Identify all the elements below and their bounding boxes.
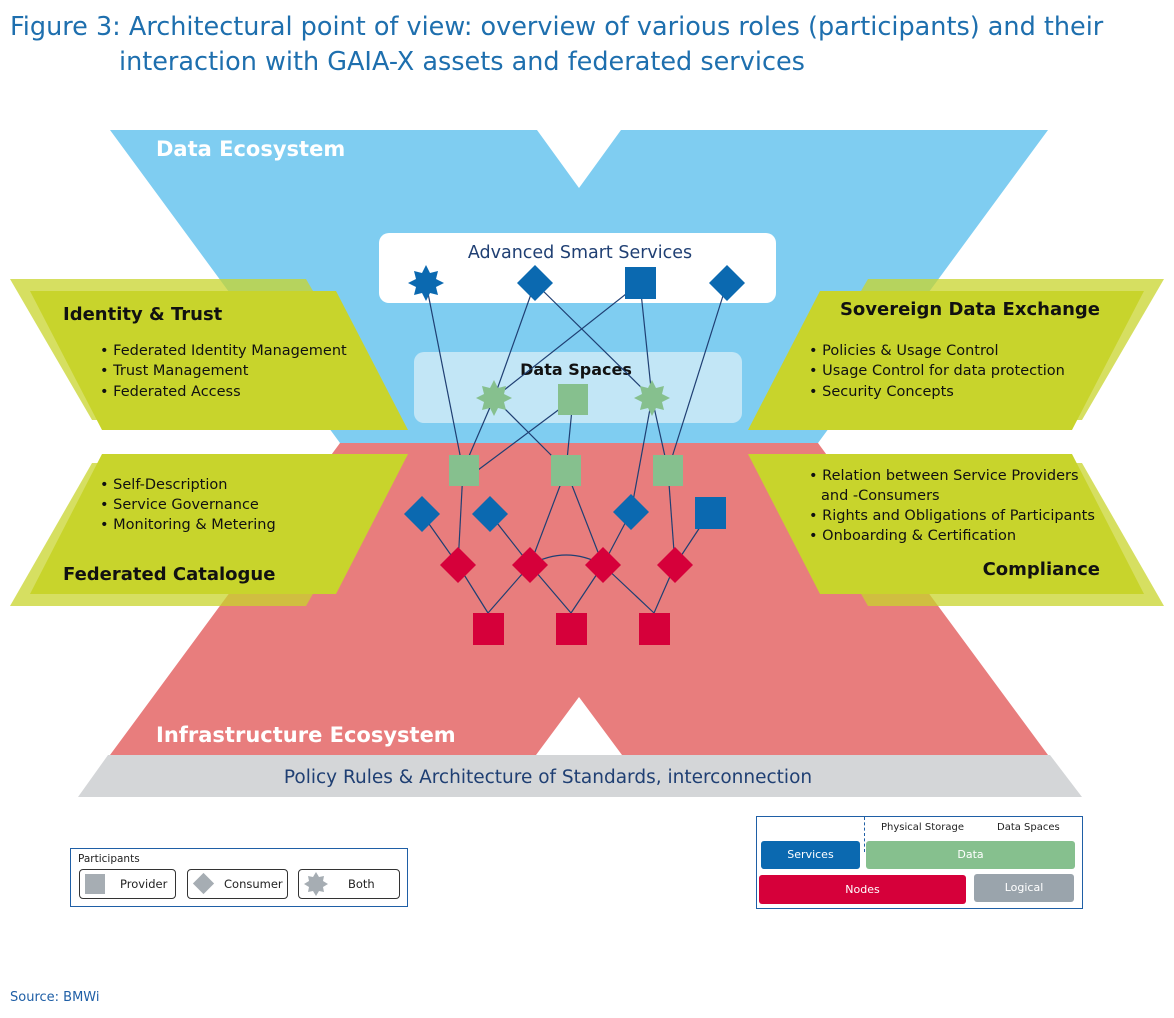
- smart-service-provider: [625, 267, 656, 299]
- compliance-panel: • Relation between Service Providers and…: [748, 454, 1164, 606]
- node-provider: [556, 613, 587, 645]
- legend-provider-label: Provider: [120, 877, 168, 891]
- smart-service-consumer: [517, 265, 553, 301]
- smart-service-consumer: [709, 265, 745, 301]
- legend-both-label: Both: [348, 877, 375, 891]
- sovereign-data-exchange-title: Sovereign Data Exchange: [840, 299, 1100, 320]
- consumer-diamond-icon: [192, 872, 215, 895]
- legend-both: Both: [298, 869, 400, 899]
- sovereign-data-exchange-panel: Sovereign Data Exchange • Policies & Usa…: [748, 279, 1164, 430]
- smart-service-both: [408, 265, 444, 301]
- sovereign-data-exchange-item: • Policies & Usage Control: [809, 343, 999, 359]
- legend-data-spaces-label: Data Spaces: [997, 822, 1060, 833]
- policy-bar-label: Policy Rules & Architecture of Standards…: [284, 767, 812, 788]
- figure-title: Figure 3: Architectural point of view: o…: [10, 10, 1160, 80]
- legend-nodes: Nodes: [759, 875, 966, 904]
- legend-services: Services: [761, 841, 860, 869]
- figure-title-line1: Figure 3: Architectural point of view: o…: [10, 12, 1104, 42]
- both-star-icon: [304, 872, 328, 896]
- legend-data-label: Data: [957, 848, 984, 861]
- node-consumer: [657, 547, 693, 583]
- federated-catalogue-item: • Monitoring & Metering: [100, 517, 276, 533]
- infrastructure-ecosystem-label: Infrastructure Ecosystem: [156, 723, 456, 747]
- data-provider: [551, 455, 581, 486]
- legend-nodes-label: Nodes: [845, 883, 880, 896]
- identity-trust-item: • Federated Access: [100, 384, 241, 400]
- node-consumer: [585, 547, 621, 583]
- data-ecosystem-label: Data Ecosystem: [156, 137, 345, 161]
- compliance-item: and -Consumers: [821, 488, 940, 504]
- policy-bar: [78, 755, 1082, 797]
- identity-trust-title: Identity & Trust: [63, 304, 223, 325]
- source-note: Source: BMWi: [10, 990, 100, 1005]
- node-provider: [639, 613, 670, 645]
- figure-title-line2: interaction with GAIA-X assets and feder…: [119, 47, 805, 77]
- node-provider: [473, 613, 504, 645]
- legend-divider: [864, 817, 865, 852]
- federated-catalogue-title: Federated Catalogue: [63, 564, 275, 585]
- node-consumer: [512, 547, 548, 583]
- data-space-both: [634, 380, 670, 416]
- legend-data: Data: [866, 841, 1075, 869]
- legend-physical-storage-label: Physical Storage: [881, 822, 964, 833]
- identity-trust-item: • Federated Identity Management: [100, 343, 347, 359]
- federated-catalogue-panel: • Self-Description • Service Governance …: [10, 454, 408, 606]
- legend-logical-label: Logical: [1004, 881, 1044, 894]
- compliance-item: • Onboarding & Certification: [809, 528, 1016, 544]
- advanced-smart-services-label: Advanced Smart Services: [468, 243, 692, 263]
- data-spaces-label: Data Spaces: [520, 360, 632, 379]
- compliance-item: • Rights and Obligations of Participants: [809, 508, 1095, 524]
- data-provider: [653, 455, 683, 486]
- compliance-item: • Relation between Service Providers: [809, 468, 1079, 484]
- node-consumer: [440, 547, 476, 583]
- participants-legend-heading: Participants: [78, 853, 140, 865]
- legend-services-label: Services: [787, 848, 834, 861]
- federated-catalogue-item: • Service Governance: [100, 497, 259, 513]
- data-provider: [449, 455, 479, 486]
- legend-provider: Provider: [79, 869, 176, 899]
- advanced-smart-services-box: [379, 233, 776, 303]
- service-consumer: [472, 496, 508, 532]
- identity-trust-panel: Identity & Trust • Federated Identity Ma…: [10, 279, 408, 430]
- identity-trust-item: • Trust Management: [100, 363, 249, 379]
- service-consumer: [404, 496, 440, 532]
- sovereign-data-exchange-item: • Usage Control for data protection: [809, 363, 1065, 379]
- sovereign-data-exchange-item: • Security Concepts: [809, 384, 954, 400]
- legend-consumer: Consumer: [187, 869, 288, 899]
- layers-legend: Physical Storage Data Spaces Services Da…: [756, 816, 1083, 909]
- federated-catalogue-item: • Self-Description: [100, 477, 227, 493]
- service-provider: [695, 497, 726, 529]
- provider-square-icon: [85, 874, 105, 894]
- data-space-both: [476, 380, 512, 416]
- legend-consumer-label: Consumer: [224, 877, 283, 891]
- data-space-provider: [558, 384, 588, 415]
- compliance-title: Compliance: [983, 559, 1100, 580]
- legend-logical: Logical: [974, 874, 1074, 902]
- participants-legend: Participants Provider Consumer Both: [70, 848, 408, 907]
- service-consumer: [613, 494, 649, 530]
